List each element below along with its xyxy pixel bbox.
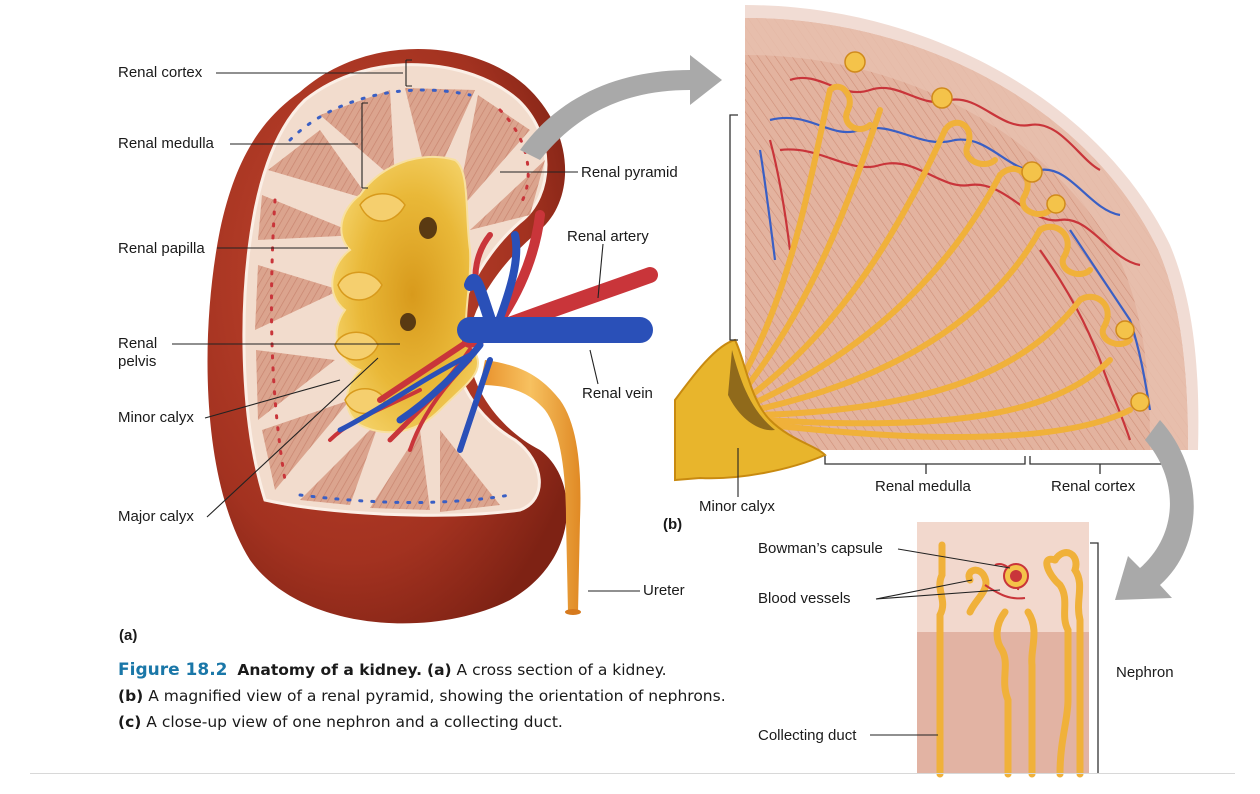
panel-label-a: (a) xyxy=(119,627,138,644)
papilla-opening-1 xyxy=(419,217,437,239)
label-ureter: Ureter xyxy=(643,582,685,599)
label-blood-vessels: Blood vessels xyxy=(758,590,851,607)
caption-b-text: A magnified view of a renal pyramid, sho… xyxy=(143,687,726,705)
label-renal-vein: Renal vein xyxy=(582,385,653,402)
label-major-calyx: Major calyx xyxy=(118,508,194,525)
label-renal-pyramid: Renal pyramid xyxy=(581,164,678,181)
nephron-tubules xyxy=(732,83,1133,440)
caption-line-3: (c) A close-up view of one nephron and a… xyxy=(118,709,758,735)
calyces xyxy=(334,193,406,415)
arrow-b-to-c xyxy=(1115,420,1194,600)
panel-label-b: (b) xyxy=(663,516,683,533)
label-renal-medulla-a: Renal medulla xyxy=(118,135,214,152)
caption-line-2: (b) A magnified view of a renal pyramid,… xyxy=(118,683,758,709)
renal-vein-vessels xyxy=(337,231,653,453)
arrow-a-to-b xyxy=(520,55,722,160)
caption-c-tag: (c) xyxy=(118,713,142,731)
figure-caption: Figure 18.2 Anatomy of a kidney. (a) A c… xyxy=(118,657,758,735)
cortical-vessel-dots xyxy=(269,88,530,504)
kidney-cross-section xyxy=(207,48,658,624)
glomeruli xyxy=(844,51,1150,412)
nephron-bracket xyxy=(1090,542,1099,774)
caption-a-tag: (a) xyxy=(426,661,452,679)
label-renal-medulla-b: Renal medulla xyxy=(875,478,971,495)
caption-line-1: Figure 18.2 Anatomy of a kidney. (a) A c… xyxy=(118,657,758,683)
label-collecting-duct: Collecting duct xyxy=(758,727,857,744)
label-renal-papilla: Renal papilla xyxy=(118,240,205,257)
label-bowmans-capsule: Bowman’s capsule xyxy=(758,540,883,557)
label-renal-cortex-b: Renal cortex xyxy=(1051,478,1136,495)
bottom-divider xyxy=(30,773,1235,774)
caption-b-tag: (b) xyxy=(118,687,144,705)
renal-pyramids xyxy=(255,88,545,512)
label-minor-calyx-b: Minor calyx xyxy=(699,498,775,515)
label-nephron: Nephron xyxy=(1116,664,1174,681)
label-minor-calyx-a: Minor calyx xyxy=(118,409,194,426)
ureter-end xyxy=(565,609,581,615)
ureter xyxy=(480,360,581,612)
nephron-closeup xyxy=(917,522,1089,778)
label-renal-artery: Renal artery xyxy=(567,228,649,245)
caption-c-text: A close-up view of one nephron and a col… xyxy=(141,713,563,731)
label-renal-cortex-a: Renal cortex xyxy=(118,64,203,81)
magnified-pyramid xyxy=(674,5,1199,482)
collecting-duct-tube xyxy=(936,541,947,778)
label-renal-pelvis-line1: Renal xyxy=(118,335,158,352)
caption-a-text: A cross section of a kidney. xyxy=(451,661,667,679)
caption-title: Anatomy of a kidney. xyxy=(237,661,423,679)
papilla-opening-2 xyxy=(400,313,416,331)
caption-figure-number: Figure 18.2 xyxy=(118,660,228,680)
label-renal-pelvis-line2: pelvis xyxy=(118,353,157,370)
minor-calyx-cribriform xyxy=(728,350,775,431)
cortex-band xyxy=(745,18,1188,450)
leader-lines xyxy=(172,59,1011,736)
